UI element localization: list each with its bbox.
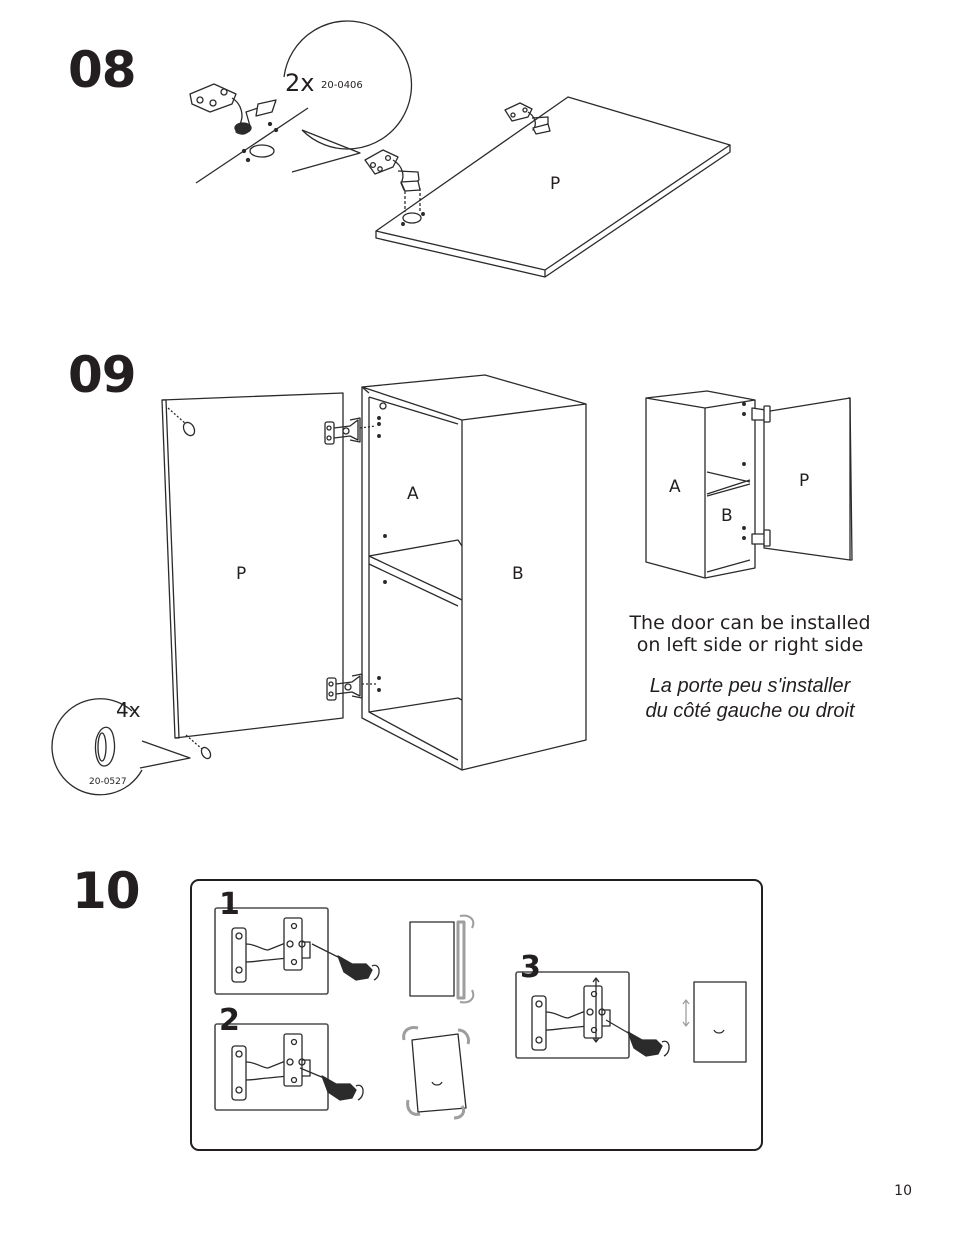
hinge-icon — [364, 149, 421, 192]
cabinet-assembly — [359, 374, 587, 771]
screwdriver-icon — [299, 1067, 364, 1101]
door-panel-p-flat — [364, 96, 731, 278]
step-number-09: 09 — [68, 346, 137, 404]
hinge-icon — [324, 417, 361, 445]
knob-detail-callout — [51, 698, 191, 796]
sub-step-2: 2 — [219, 1003, 240, 1038]
knob-icon — [94, 726, 116, 767]
door-adjust-icon — [409, 914, 475, 1004]
door-adjust-icon — [682, 981, 747, 1063]
note-english-line: The door can be installed — [629, 612, 871, 634]
hinge-detail-callout — [189, 20, 413, 184]
adjustment-panel — [190, 879, 763, 1151]
note-english-line: on left side or right side — [636, 634, 864, 656]
part-code: 20-0406 — [321, 80, 363, 91]
sub-step-3: 3 — [520, 950, 541, 985]
door-adjust-icon — [402, 1026, 470, 1120]
sub-step-1: 1 — [219, 887, 240, 922]
screwdriver-icon — [605, 1019, 670, 1057]
cabinet-label-b: B — [512, 564, 524, 584]
note-french-line: du côté gauche ou droit — [645, 700, 855, 722]
hinge-icon — [189, 83, 277, 135]
quantity-label: 2x — [285, 69, 315, 97]
hinge-icon — [231, 1033, 311, 1101]
cabinet-alternate-view — [645, 390, 853, 579]
shelf-label-a: A — [407, 484, 419, 504]
alt-cabinet-label-b: B — [721, 506, 733, 526]
hinge-icon — [751, 529, 771, 547]
panel-label-p: P — [550, 174, 561, 194]
page-number: 10 — [894, 1183, 912, 1199]
quantity-label: 4x — [116, 698, 141, 722]
part-code: 20-0527 — [89, 777, 127, 787]
note-french-line: La porte peu s'installer — [649, 675, 851, 697]
alt-shelf-label-a: A — [669, 477, 681, 497]
step-number-10: 10 — [72, 862, 141, 920]
hinge-icon — [326, 673, 363, 701]
hinge-icon — [231, 917, 311, 983]
hinge-icon — [504, 102, 551, 135]
alt-door-label-p: P — [799, 471, 810, 491]
step-number-08: 08 — [68, 41, 137, 99]
door-panel-p — [161, 392, 363, 760]
hinge-icon — [531, 977, 611, 1051]
note-french: La porte peu s'installer du côté gauche … — [600, 674, 900, 724]
screwdriver-icon — [311, 943, 380, 981]
note-english: The door can be installed on left side o… — [600, 612, 900, 656]
door-label-p: P — [236, 564, 247, 584]
hinge-icon — [751, 405, 771, 423]
